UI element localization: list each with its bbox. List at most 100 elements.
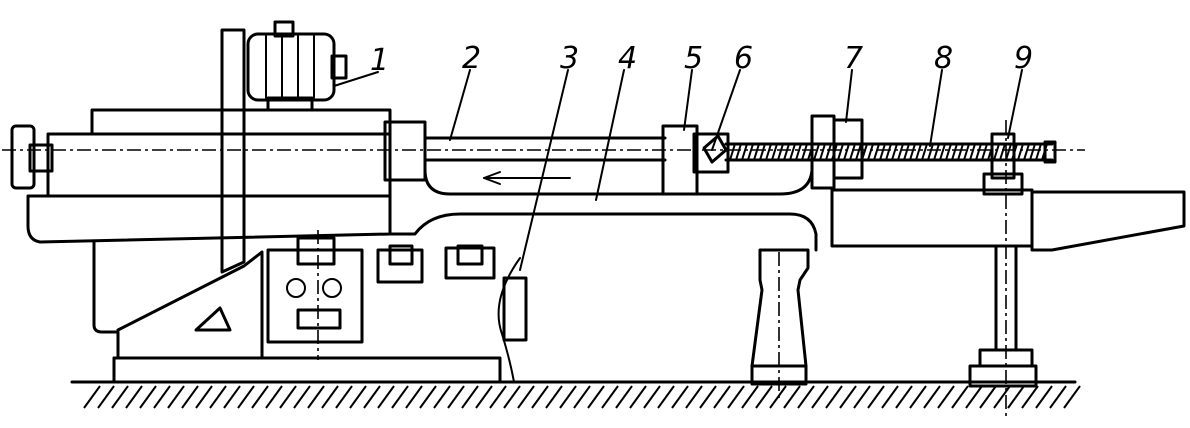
ground-hatch (419, 385, 437, 409)
callout-labels: 1 2 3 4 5 6 7 8 9 (370, 41, 1033, 78)
ground-hatch (895, 385, 913, 409)
ground-hatch (97, 385, 115, 409)
ground-hatch (1021, 385, 1039, 409)
screw-thread (855, 143, 862, 161)
screw-thread (897, 143, 904, 161)
ground-hatch (923, 385, 941, 409)
ground-hatch (517, 385, 535, 409)
ground-hatch (209, 385, 227, 409)
screw-thread (849, 143, 856, 161)
ground-hatch (237, 385, 255, 409)
headstock (26, 108, 427, 244)
ground-hatch (727, 385, 745, 409)
ground-hatch (671, 385, 689, 409)
ground-hatch (125, 385, 143, 409)
ground-hatch (573, 385, 591, 409)
screw-thread (981, 143, 988, 161)
main-shaft (423, 136, 667, 162)
ground-hatch (461, 385, 479, 409)
ground-hatch (279, 385, 297, 409)
screw-thread (1017, 143, 1024, 161)
cable (497, 257, 528, 383)
ground-hatch (1007, 385, 1025, 409)
ground-hatch (489, 385, 507, 409)
ground-hatch (839, 385, 857, 409)
callout-4: 4 (618, 41, 637, 76)
ground-hatch (531, 385, 549, 409)
callout-leaders (333, 69, 1023, 271)
screw-thread (945, 143, 952, 161)
ground-hatch (139, 385, 157, 409)
screw-thread (909, 143, 916, 161)
ground-hatch (937, 385, 955, 409)
right-table (830, 188, 1186, 252)
ground-hatch (195, 385, 213, 409)
ground-hatch (377, 385, 395, 409)
ground-hatch (881, 385, 899, 409)
ground-hatch (111, 385, 129, 409)
ground-hatch (993, 385, 1011, 409)
screw-thread (963, 143, 970, 161)
ground-hatch (223, 385, 241, 409)
ground-hatch (797, 385, 815, 409)
guideway-carriage (376, 138, 818, 284)
ground-hatch (349, 385, 367, 409)
ground-hatch (475, 385, 493, 409)
ground-hatch (251, 385, 269, 409)
ground-hatch (783, 385, 801, 409)
cutter-head (661, 124, 730, 196)
electric-motor (246, 20, 348, 112)
ground-hatch (321, 385, 339, 409)
screw-thread (933, 143, 940, 161)
ground-hatch (545, 385, 563, 409)
screw-thread (825, 143, 832, 161)
ground-hatch (853, 385, 871, 409)
screw-thread (927, 143, 934, 161)
ground (70, 380, 1081, 409)
screw-thread (783, 143, 790, 161)
ground-hatch (167, 385, 185, 409)
screw-thread (885, 143, 892, 161)
callout-5: 5 (684, 41, 703, 76)
screw-thread (873, 143, 880, 161)
screw-thread (747, 143, 754, 161)
callout-8: 8 (934, 41, 953, 76)
ground-hatch (951, 385, 969, 409)
ground-hatch (405, 385, 423, 409)
screw-thread (813, 143, 820, 161)
screw-thread (957, 143, 964, 161)
ground-hatch (181, 385, 199, 409)
screw-thread (741, 143, 748, 161)
screw-thread (753, 143, 760, 161)
ground-hatch (363, 385, 381, 409)
screw-thread (951, 143, 958, 161)
callout-9: 9 (1014, 41, 1033, 76)
machine-base (92, 240, 502, 384)
ground-hatch (769, 385, 787, 409)
callout-7: 7 (844, 41, 863, 76)
ground-hatch (1063, 385, 1081, 409)
callout-3: 3 (560, 41, 579, 76)
ground-hatch (811, 385, 829, 409)
screw-thread (939, 143, 946, 161)
screw-thread (765, 143, 772, 161)
ground-hatch (559, 385, 577, 409)
screw-thread (921, 143, 928, 161)
screw-thread (915, 143, 922, 161)
ground-hatch (307, 385, 325, 409)
lead-screw (724, 140, 1057, 164)
screw-thread (975, 143, 982, 161)
ground-hatch (83, 385, 101, 409)
screw-thread (999, 143, 1006, 161)
screw-thread (801, 143, 808, 161)
ground-hatch (587, 385, 605, 409)
ground-hatch (741, 385, 759, 409)
ground-hatch (503, 385, 521, 409)
ground-hatch (265, 385, 283, 409)
screw-thread (867, 143, 874, 161)
support-stand (810, 114, 864, 190)
ground-hatch (629, 385, 647, 409)
screw-thread (735, 143, 742, 161)
ground-hatch (1049, 385, 1067, 409)
